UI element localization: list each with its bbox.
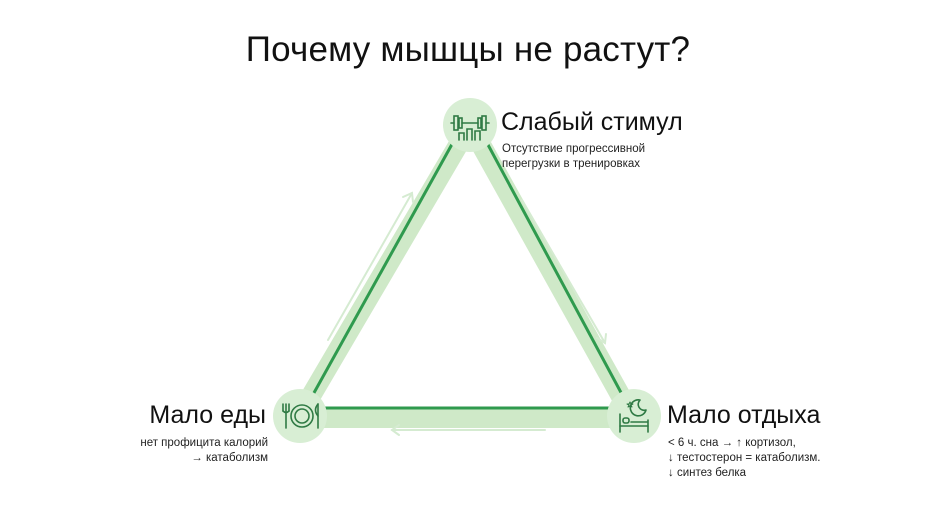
node-rest-desc-line: < 6 ч. сна → ↑ кортизол, [668,437,796,449]
flow-arrow-left [327,191,414,341]
flow-arrow-bottom [390,424,546,436]
plate-cutlery-icon [282,403,319,429]
node-rest [607,389,661,443]
node-food-desc-line: → катаболизм [191,452,268,464]
node-rest-desc-line: ↓ синтез белка [668,467,747,479]
node-stimulus [443,98,497,152]
node-stimulus-desc-line: перегрузки в тренировках [502,158,641,170]
node-stimulus-desc-line: Отсутствие прогрессивной [502,143,646,155]
node-food-desc: нет профицита калорий → катаболизм [140,436,268,466]
sleep-bed-icon [619,399,649,433]
edge-left [308,127,463,401]
flow-arrow-right [521,199,607,345]
node-food [273,389,327,443]
node-rest-desc-line: ↓ тестостерон = катаболизм. [668,452,821,464]
dumbbell-icon [450,115,490,141]
edge-right [477,127,627,401]
node-stimulus-desc: Отсутствие прогрессивной перегрузки в тр… [502,142,645,172]
node-stimulus-label: Слабый стимул [501,108,683,136]
triangle-band [288,115,643,428]
node-rest-label: Мало отдыха [667,401,821,429]
node-rest-desc: < 6 ч. сна → ↑ кортизол, ↓ тестостерон =… [668,436,821,481]
page-title: Почему мышцы не растут? [245,30,691,69]
node-food-label: Мало еды [149,401,266,429]
node-food-desc-line: нет профицита калорий [140,437,268,449]
